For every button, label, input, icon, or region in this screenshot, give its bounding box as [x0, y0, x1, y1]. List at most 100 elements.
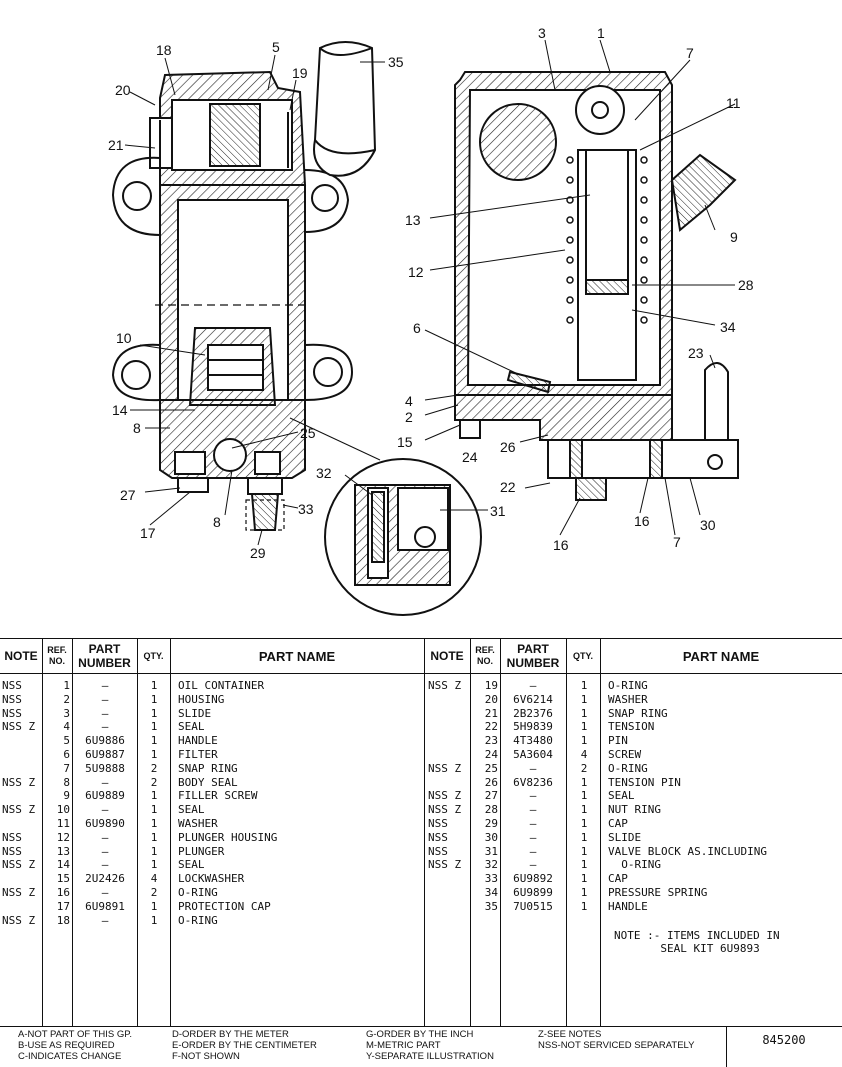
document-number: 845200 [762, 1033, 806, 1047]
callout-29: 29 [250, 545, 266, 561]
cell-name: SLIDE [608, 830, 642, 844]
cell-part: 4T3480 [513, 734, 553, 748]
callout-7-top: 7 [686, 45, 694, 61]
cell-name: WASHER [608, 692, 648, 706]
cell-ref: 4 [63, 720, 70, 734]
cell-part: — [529, 830, 537, 844]
cell-qty: 1 [150, 679, 158, 692]
callout-12: 12 [408, 264, 424, 280]
cell-ref: 27 [484, 789, 498, 803]
cell-ref: 33 [484, 872, 498, 886]
cell-qty: 1 [580, 830, 588, 844]
callout-16-mid: 16 [634, 513, 650, 529]
cell-name: O-RING [178, 913, 218, 927]
cell-name: O-RING [608, 761, 648, 775]
cell-ref: 17 [56, 899, 70, 913]
cell-name: PIN [608, 734, 628, 748]
cell-name: O-RING [178, 885, 218, 899]
cell-note: NSS [2, 844, 22, 858]
callout-7-bottom: 7 [673, 534, 681, 550]
cell-part: 6U9890 [85, 816, 125, 830]
cell-name: FILTER [178, 747, 218, 761]
callout-31: 31 [490, 503, 506, 519]
cell-ref: 1 [63, 679, 70, 692]
cell-qty: 1 [580, 692, 588, 706]
cell-ref: 32 [484, 858, 498, 872]
cell-ref: 22 [484, 720, 498, 734]
cell-qty: 1 [580, 775, 588, 789]
cell-part: 5U9888 [85, 761, 125, 775]
header-qty-right: QTY. [572, 650, 593, 661]
cell-note: NSS [428, 830, 448, 844]
legend-item: G-ORDER BY THE INCH [366, 1029, 474, 1040]
callout-26: 26 [500, 439, 516, 455]
cell-ref: 35 [484, 899, 498, 913]
cell-part: 5A3604 [513, 747, 553, 761]
cell-part: — [529, 816, 537, 830]
cell-qty: 1 [580, 899, 588, 913]
cell-part: 2U2426 [85, 872, 125, 886]
cell-qty: 2 [150, 885, 158, 899]
cell-note: NSS [2, 830, 22, 844]
cell-qty: 1 [150, 720, 158, 734]
legend-item: B-USE AS REQUIRED [18, 1040, 115, 1051]
legend-col-3: G-ORDER BY THE INCH M-METRIC PART Y-SEPA… [366, 1029, 494, 1062]
cell-name: NUT RING [608, 803, 661, 817]
cell-qty: 1 [580, 789, 588, 803]
table-header-left: NOTE REF. NO. PART NUMBER QTY. PART NAME [0, 639, 424, 674]
callout-24: 24 [462, 449, 478, 465]
cell-qty: 1 [150, 734, 158, 748]
parts-table-right: NOTE REF. NO. PART NUMBER QTY. PART NAME… [424, 638, 842, 1027]
callout-9: 9 [730, 229, 738, 245]
callout-32: 32 [316, 465, 332, 481]
cell-note: NSS Z [428, 789, 462, 803]
callout-30: 30 [700, 517, 716, 533]
cell-qty: 1 [150, 899, 158, 913]
cell-ref: 15 [56, 872, 70, 886]
footer-legend: A-NOT PART OF THIS GP. B-USE AS REQUIRED… [0, 1026, 842, 1067]
cell-qty: 1 [150, 816, 158, 830]
cell-qty: 1 [580, 706, 588, 720]
cell-qty: 1 [150, 747, 158, 761]
callout-8-top: 8 [133, 420, 141, 436]
cell-qty: 1 [150, 858, 158, 872]
cell-part: 6U9886 [85, 734, 125, 748]
callout-20: 20 [115, 82, 131, 98]
cell-part: — [101, 679, 109, 692]
cell-qty: 4 [580, 747, 588, 761]
valve-block-detail [324, 458, 482, 616]
callout-28: 28 [738, 277, 754, 293]
cell-part: — [101, 858, 109, 872]
cell-qty: 1 [150, 844, 158, 858]
callout-35: 35 [388, 54, 404, 70]
cell-ref: 19 [484, 679, 498, 692]
legend-item: E-ORDER BY THE CENTIMETER [172, 1040, 317, 1051]
cell-name: TENSION [608, 720, 655, 734]
cell-part: — [101, 706, 109, 720]
cell-ref: 18 [56, 913, 70, 927]
cell-part: — [529, 858, 537, 872]
cell-ref: 2 [63, 692, 70, 706]
cell-qty: 1 [150, 803, 158, 817]
cell-ref: 23 [484, 734, 498, 748]
callout-labels: 18 5 19 20 21 35 3 1 7 11 9 13 12 28 34 … [108, 25, 754, 561]
left-pump-assembly [111, 41, 377, 531]
legend-item: Z-SEE NOTES [538, 1029, 602, 1040]
cell-name: O-RING [608, 858, 661, 872]
cell-part: — [101, 844, 109, 858]
cell-qty: 2 [150, 775, 158, 789]
cell-name: O-RING [608, 679, 648, 692]
callout-21: 21 [108, 137, 124, 153]
